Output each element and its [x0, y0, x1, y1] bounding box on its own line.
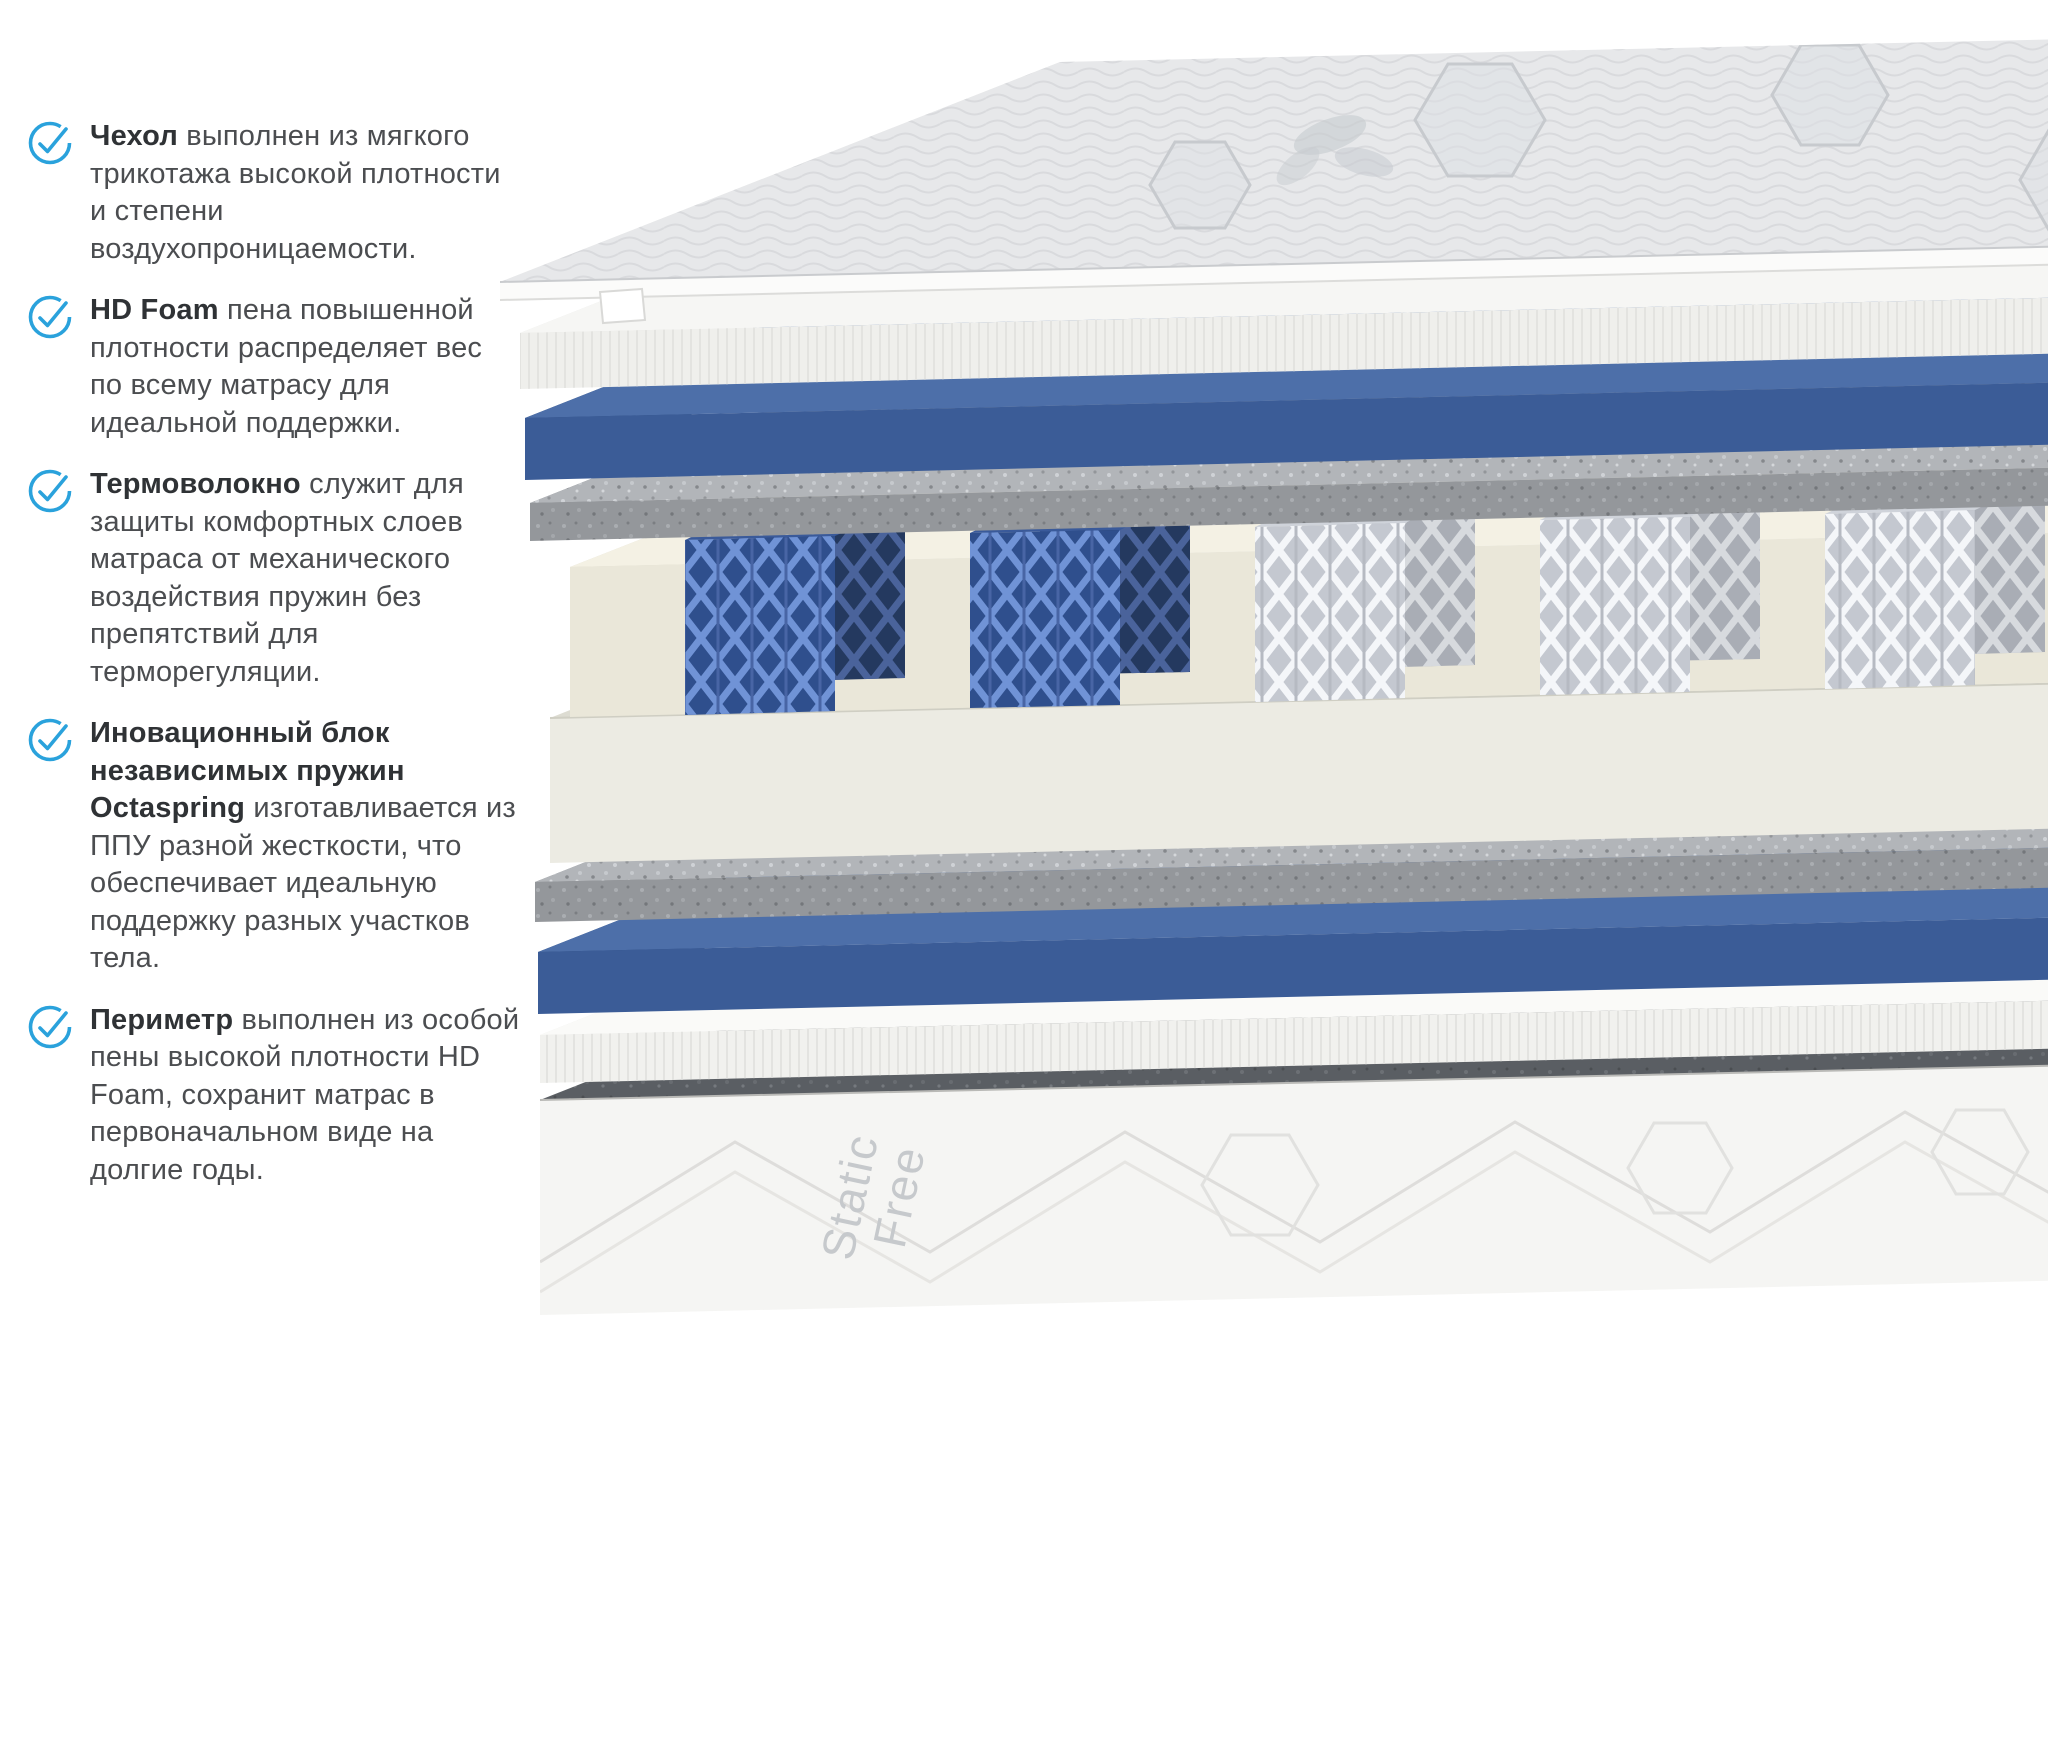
feature-desc: пена повышенной плотности распределяет в… — [90, 294, 483, 439]
feature-item-thermofiber: Термоволокно служит для защиты комфортны… — [26, 466, 520, 691]
feature-text: Иновационный блок независимых пружин Oct… — [90, 715, 520, 978]
feature-term: Периметр — [90, 1003, 234, 1036]
feature-text: Термоволокно служит для защиты комфортны… — [90, 466, 520, 691]
feature-desc: выполнен из мягкого трикотажа высокой пл… — [90, 120, 501, 265]
feature-text: Периметр выполнен из особой пены высокой… — [90, 1002, 520, 1190]
check-circle-icon — [26, 467, 74, 515]
octaspring-group-blue-1 — [685, 503, 905, 715]
cover-front-lip — [500, 246, 2048, 300]
mattress-layer-cover — [499, 26, 2048, 325]
feature-desc: выполнен из особой пены высокой плотност… — [90, 1003, 520, 1186]
feature-text: HD Foam пена повышенной плотности распре… — [90, 292, 520, 442]
thermofiber-top-front-face — [530, 467, 2048, 541]
check-circle-icon — [26, 1003, 74, 1051]
hd-foam-bottom-front-face — [538, 917, 2048, 1014]
feature-term: Чехол — [90, 120, 178, 152]
feature-term: Иновационный блок независимых пружин Oct… — [90, 717, 405, 824]
feature-desc: изготавливается из ППУ разной жесткости,… — [90, 792, 516, 974]
mattress-illustration: Static Free — [499, 26, 2048, 1315]
spring-frame-front-face — [550, 683, 2048, 863]
feature-term: Термоволокно — [90, 468, 301, 500]
thermofiber-bottom-front-face — [535, 847, 2048, 922]
cover-tag — [598, 287, 647, 325]
hd-foam-top-front-face — [525, 382, 2048, 480]
check-circle-icon — [26, 293, 74, 341]
feature-item-octaspring: Иновационный блок независимых пружин Oct… — [26, 715, 520, 978]
feature-item-cover: Чехол выполнен из мягкого трикотажа высо… — [26, 118, 520, 268]
check-circle-icon — [26, 119, 74, 167]
feature-desc: служит для защиты комфортных слоев матра… — [90, 468, 464, 688]
base-front-face — [540, 1065, 2048, 1315]
check-circle-icon — [26, 716, 74, 764]
feature-term: HD Foam — [90, 294, 219, 326]
feature-item-perimeter: Периметр выполнен из особой пены высокой… — [26, 1002, 520, 1190]
octaspring-group-white-2 — [1540, 484, 1760, 695]
feature-item-hd-foam: HD Foam пена повышенной плотности распре… — [26, 292, 520, 442]
feature-text: Чехол выполнен из мягкого трикотажа высо… — [90, 118, 520, 268]
features-list: Чехол выполнен из мягкого трикотажа высо… — [26, 118, 520, 1189]
